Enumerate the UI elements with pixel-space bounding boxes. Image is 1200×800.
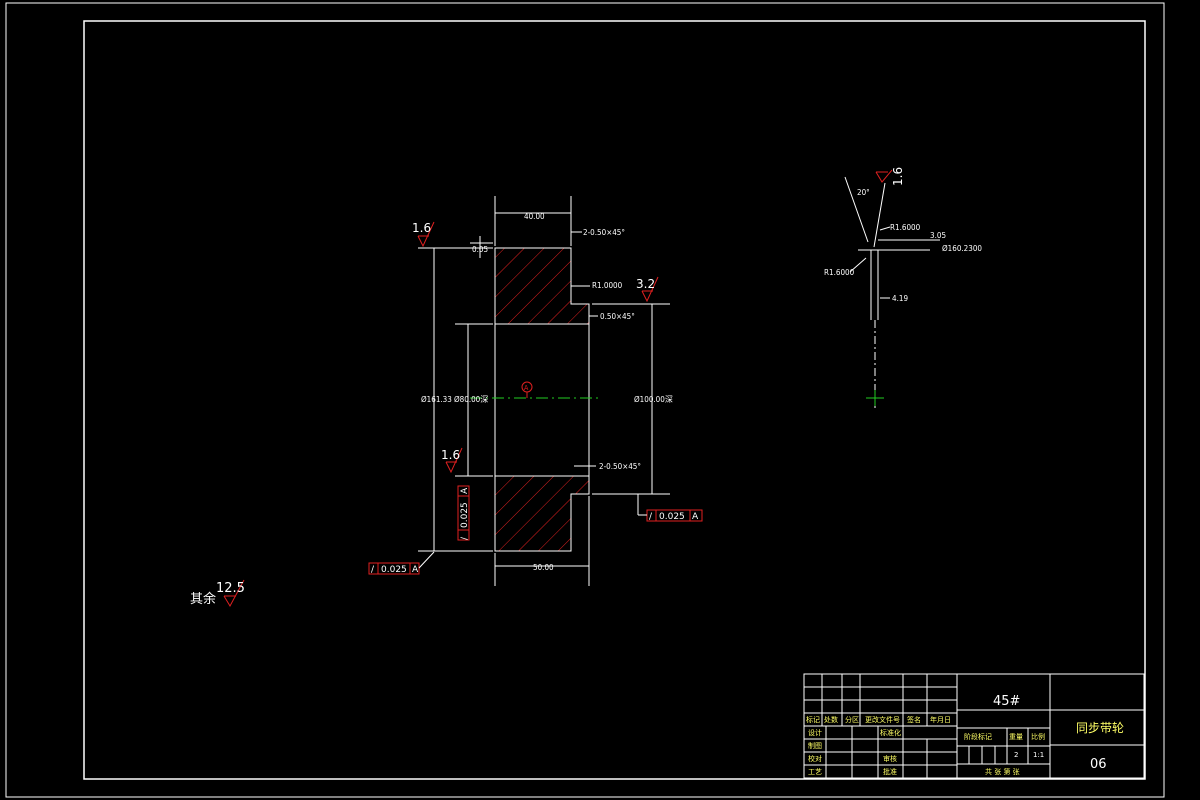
outer-border: [5, 2, 1165, 798]
svg-text:A: A: [460, 487, 470, 494]
dim-radius: R1.0000: [592, 281, 623, 290]
svg-text:R1.6000: R1.6000: [890, 223, 921, 232]
title-block: [803, 673, 1145, 779]
svg-text:/: /: [460, 536, 470, 540]
dim-chamfer-bot: 2-0.50×45°: [599, 462, 641, 471]
svg-text:/: /: [649, 512, 653, 522]
dim-width-bottom: 50.00: [533, 563, 554, 572]
svg-text:标记: 标记: [806, 715, 820, 724]
section-view: [418, 196, 670, 586]
dim-outer-dia: Ø161.33: [421, 394, 452, 404]
datum-a: A: [521, 381, 533, 398]
svg-text:更改文件号: 更改文件号: [865, 715, 900, 724]
svg-text:批准: 批准: [883, 767, 897, 776]
dimension-texts: 40.00 2-0.50×45° 0.05 R1.0000 0.50×45° 2…: [421, 212, 673, 572]
dim-chamfer-top: 2-0.50×45°: [583, 228, 625, 237]
svg-text:Ø160.2300: Ø160.2300: [942, 243, 982, 253]
tooth-detail: [844, 169, 940, 408]
svg-text:工艺: 工艺: [808, 768, 822, 776]
dim-hub-dia: Ø100.00深: [634, 394, 673, 404]
tolerance-vertical: / 0.025 A: [457, 485, 470, 541]
svg-text:阶段标记: 阶段标记: [964, 732, 992, 741]
svg-text:A: A: [412, 565, 419, 575]
svg-text:0.025: 0.025: [460, 502, 470, 528]
dim-step: 0.05: [472, 245, 488, 254]
svg-text:/: /: [371, 565, 375, 575]
material: 45#: [993, 694, 1020, 709]
roughness-symbols: [223, 221, 659, 608]
svg-text:A: A: [692, 512, 699, 522]
svg-text:0.025: 0.025: [381, 565, 407, 575]
svg-text:标准化: 标准化: [880, 728, 901, 737]
part-name: 同步带轮: [1076, 721, 1124, 735]
svg-text:制图: 制图: [808, 741, 822, 750]
svg-text:校对: 校对: [808, 754, 822, 763]
svg-text:处数: 处数: [824, 715, 838, 724]
roughness-rest-value: 12.5: [216, 581, 245, 596]
tooth-detail-texts: 20° 1.6 R1.6000 R1.6000 3.05 Ø160.2300 4…: [824, 167, 982, 303]
svg-text:20°: 20°: [857, 188, 870, 197]
svg-text:年月日: 年月日: [930, 715, 951, 724]
roughness-hub: 3.2: [636, 277, 655, 291]
svg-text:签名: 签名: [907, 715, 921, 724]
svg-text:共 张 第 张: 共 张 第 张: [985, 767, 1020, 776]
svg-text:比例: 比例: [1031, 732, 1045, 741]
svg-text:审核: 审核: [883, 754, 897, 763]
svg-text:R1.6000: R1.6000: [824, 268, 855, 277]
tolerance-left-bottom: / 0.025 A: [368, 551, 435, 575]
roughness-bore: 1.6: [441, 448, 460, 462]
svg-text:1.6: 1.6: [891, 167, 905, 186]
tolerance-right: / 0.025 A: [637, 494, 703, 522]
svg-text:1:1: 1:1: [1033, 751, 1044, 759]
dim-width-top: 40.00: [524, 212, 545, 221]
svg-text:0.025: 0.025: [659, 512, 685, 522]
svg-text:2: 2: [1014, 751, 1018, 759]
roughness-top-left: 1.6: [412, 221, 431, 235]
title-block-texts: 45# 同步带轮 06 标记 处数 分区 更改文件号 签名 年月日 设计 制图 …: [806, 694, 1124, 776]
svg-text:设计: 设计: [808, 728, 822, 737]
roughness-rest-label: 其余: [190, 591, 216, 607]
svg-text:4.19: 4.19: [892, 294, 908, 303]
svg-text:3.05: 3.05: [930, 231, 946, 240]
svg-text:A: A: [524, 384, 529, 392]
dim-chamfer-mid: 0.50×45°: [600, 312, 635, 321]
svg-text:重量: 重量: [1009, 733, 1023, 741]
dim-bore-dia: Ø80.00深: [454, 394, 488, 404]
inner-border: [83, 20, 1146, 780]
svg-text:分区: 分区: [845, 715, 859, 724]
drawing-no: 06: [1090, 757, 1107, 772]
